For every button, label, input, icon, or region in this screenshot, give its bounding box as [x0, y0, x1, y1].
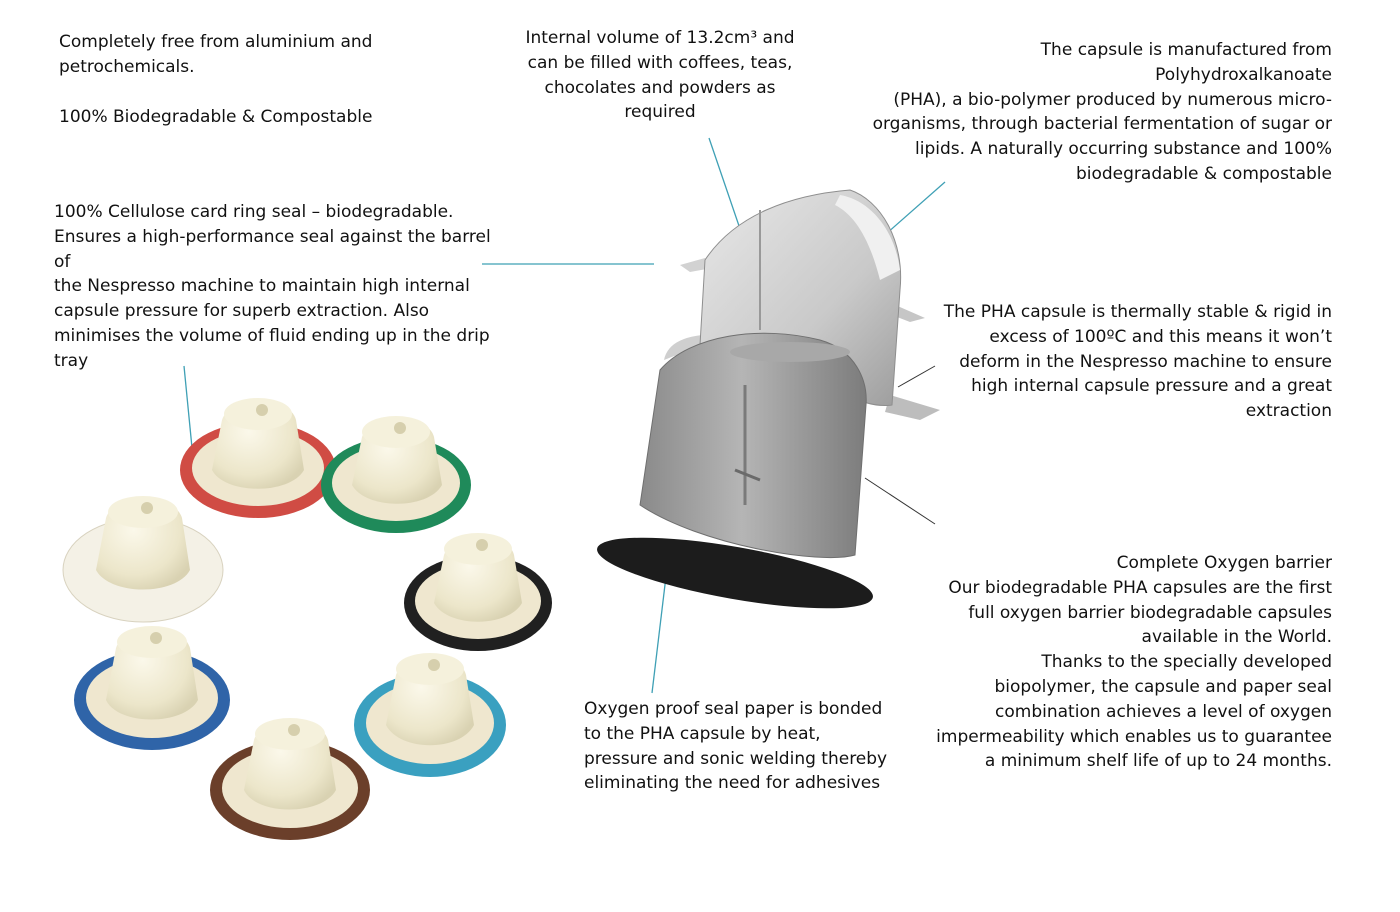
cellulose-seal-note: 100% Cellulose card ring seal – biodegra…: [54, 202, 491, 371]
capsule-green: [321, 416, 471, 533]
capsule-black: [404, 533, 552, 651]
leader-thermal: [897, 365, 936, 388]
internal-volume-note: Internal volume of 13.2cm³ and can be fi…: [525, 28, 795, 123]
capsule-teal: [354, 653, 506, 777]
capsule-white: [62, 496, 224, 623]
pha-material-note: The capsule is manufactured from Polyhyd…: [872, 40, 1332, 184]
capsule-blue: [74, 626, 230, 750]
capsule-body: [639, 332, 867, 559]
thermal-stability-note: The PHA capsule is thermally stable & ri…: [943, 302, 1332, 422]
biodegradable-note: 100% Biodegradable & Compostable: [59, 107, 373, 127]
capsule-red: [180, 398, 336, 518]
leader-ring: [183, 365, 194, 459]
aluminium-free-note: Completely free from aluminium and petro…: [59, 32, 373, 77]
leader-oxygen: [864, 477, 936, 525]
oxygen-seal-paper-note: Oxygen proof seal paper is bonded to the…: [584, 699, 888, 794]
capsule-ring-group: [62, 398, 552, 840]
oxygen-seal-disc: [597, 537, 873, 609]
capsule-brown: [210, 718, 370, 840]
oxygen-barrier-note: Complete Oxygen barrier Our biodegradabl…: [936, 553, 1332, 772]
leader-seal: [651, 567, 668, 694]
